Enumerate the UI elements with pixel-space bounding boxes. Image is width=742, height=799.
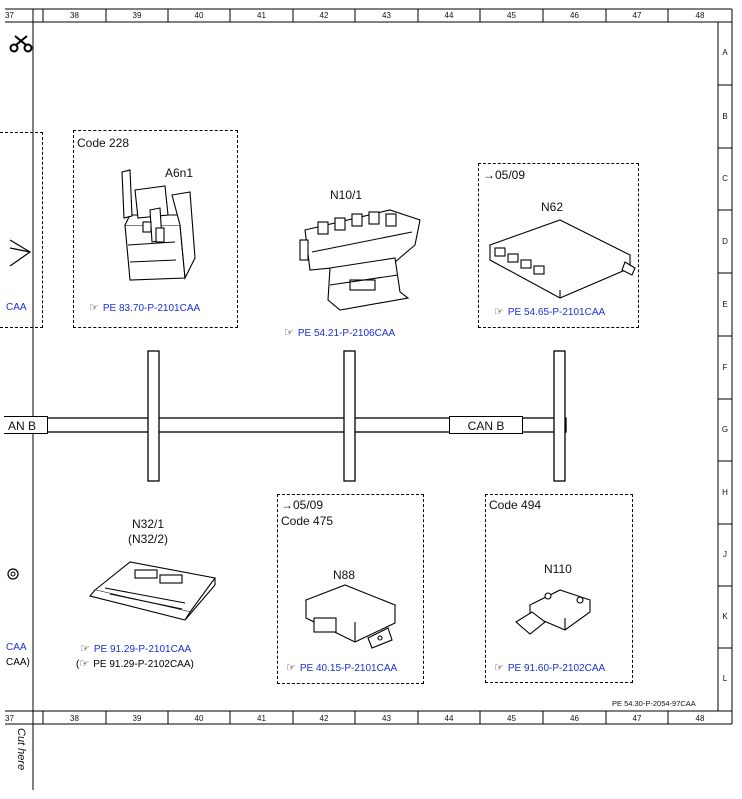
row-letter: F — [722, 363, 728, 372]
partial-ref-bot: CAA) — [6, 657, 30, 668]
column-number: 47 — [632, 11, 642, 20]
pointing-hand-icon: ☞ — [79, 658, 90, 670]
column-number: 37 — [5, 714, 14, 723]
column-number: 38 — [70, 714, 79, 723]
column-number: 47 — [632, 714, 642, 723]
row-letter: K — [722, 612, 728, 621]
arrow-right-icon: → — [483, 168, 495, 182]
column-number: 46 — [570, 11, 579, 20]
column-number: 38 — [70, 11, 79, 20]
column-number: 45 — [507, 11, 516, 20]
column-number: 44 — [444, 714, 454, 723]
column-number: 48 — [695, 714, 705, 723]
column-number: 40 — [194, 11, 204, 20]
n62-name: N62 — [541, 200, 564, 214]
column-number: 43 — [382, 11, 391, 20]
row-letter: H — [722, 488, 728, 497]
n32-1-name: N32/1 — [132, 517, 165, 531]
pointing-hand-icon: ☞ — [286, 662, 296, 674]
n62-reference-link[interactable]: ☞PE 54.65-P-2101CAA — [494, 306, 606, 318]
pointing-hand-icon: ☞ — [284, 327, 294, 339]
partial-ref-mid[interactable]: CAA — [6, 642, 27, 653]
partial-component-box-top — [0, 132, 43, 328]
n110-reference-link[interactable]: ☞PE 91.60-P-2102CAA — [494, 662, 606, 674]
column-number: 41 — [257, 11, 266, 20]
n32-1-reference-link[interactable]: ☞PE 91.29-P-2101CAA — [80, 643, 192, 655]
column-number: 43 — [382, 714, 391, 723]
column-number: 42 — [319, 714, 329, 723]
n88-reference-link[interactable]: ☞PE 40.15-P-2101CAA — [286, 662, 398, 674]
a6n1-code: Code 228 — [77, 136, 130, 150]
column-number: 37 — [5, 11, 14, 20]
row-letter: L — [722, 674, 728, 683]
n10-1-reference-link[interactable]: ☞PE 54.21-P-2106CAA — [284, 327, 396, 339]
n10-1-name: N10/1 — [330, 188, 363, 202]
column-number: 44 — [444, 11, 454, 20]
can-bus-label-right: CAN B — [449, 416, 523, 434]
component-box-n110 — [485, 494, 633, 683]
column-number: 42 — [319, 11, 329, 20]
component-box-a6n1 — [73, 130, 238, 328]
column-number: 46 — [570, 714, 579, 723]
n32-2-name: (N32/2) — [128, 532, 169, 546]
column-number: 40 — [194, 714, 204, 723]
row-letter: B — [722, 112, 728, 121]
component-box-n62 — [478, 163, 639, 328]
row-letter: E — [722, 300, 728, 309]
column-number: 41 — [257, 714, 266, 723]
n62-date: →05/09 — [483, 168, 526, 182]
pointing-hand-icon: ☞ — [494, 662, 504, 674]
component-box-n88 — [277, 494, 424, 684]
a6n1-name: A6n1 — [165, 166, 194, 180]
pointing-hand-icon: ☞ — [494, 306, 504, 318]
a6n1-reference-link[interactable]: ☞PE 83.70-P-2101CAA — [89, 302, 201, 314]
row-letter: D — [722, 237, 728, 246]
column-number: 48 — [695, 11, 705, 20]
arrow-right-icon: → — [281, 498, 293, 512]
column-number: 39 — [132, 714, 142, 723]
row-letter: A — [722, 48, 728, 57]
drawing-number: PE 54.30-P-2054-97CAA — [612, 699, 696, 708]
row-letter: G — [721, 425, 729, 434]
n110-name: N110 — [544, 562, 572, 576]
can-bus-label-left: AN B — [4, 416, 48, 434]
n88-code: Code 475 — [281, 514, 334, 528]
n32-2-reference-link: (☞PE 91.29-P-2102CAA) — [76, 658, 194, 670]
n110-code: Code 494 — [489, 498, 542, 512]
row-letter: C — [722, 174, 728, 183]
partial-ref-top[interactable]: CAA — [6, 302, 27, 313]
column-number: 45 — [507, 714, 516, 723]
column-number: 39 — [132, 11, 142, 20]
pointing-hand-icon: ☞ — [80, 643, 90, 655]
n88-name: N88 — [333, 568, 356, 582]
pointing-hand-icon: ☞ — [89, 302, 99, 314]
row-letter: J — [723, 550, 727, 559]
n88-date: →05/09 — [281, 498, 324, 512]
